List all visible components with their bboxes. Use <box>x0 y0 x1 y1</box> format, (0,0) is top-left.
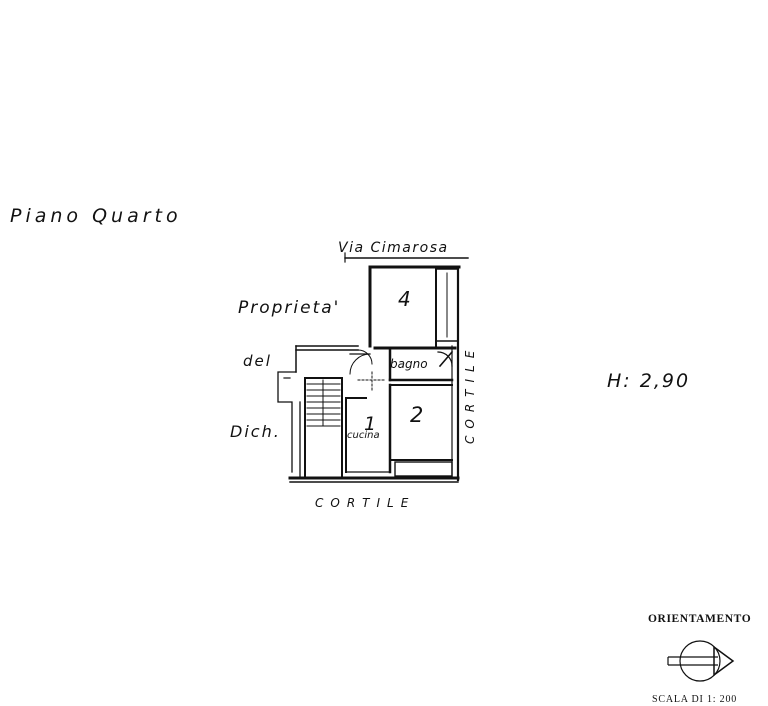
room-label-kitchen: cucina <box>347 430 380 441</box>
courtyard-right-label: CORTILE <box>463 344 477 444</box>
courtyard-bottom-label: CORTILE <box>315 496 415 510</box>
door-swing <box>349 353 371 375</box>
room-label-bathroom: bagno <box>390 357 428 371</box>
height-label: H: 2,90 <box>607 370 690 392</box>
neighbor-label-line3: Dich. <box>230 422 281 441</box>
compass-ring <box>679 640 721 682</box>
scale-label: SCALA DI 1: 200 <box>652 694 737 705</box>
bottom-balcony <box>394 461 453 477</box>
compass-icon <box>667 640 735 682</box>
neighbor-label-line1: Proprieta' <box>238 298 340 318</box>
left-appendage-wall <box>277 371 297 473</box>
neighbor-label-line2: del <box>243 352 272 370</box>
compass-arrowhead <box>713 645 735 677</box>
staircase <box>304 377 343 479</box>
street-label: Via Cimarosa <box>338 240 449 256</box>
room-number-top: 4 <box>398 287 411 311</box>
orientation-title: ORIENTAMENTO <box>648 613 751 625</box>
bathroom-door-leaf <box>438 350 454 368</box>
floor-plan <box>277 252 469 483</box>
room-number-right: 2 <box>410 403 423 427</box>
room-number-kitchen: 1 <box>364 413 376 435</box>
floor-label: Piano Quarto <box>10 205 182 227</box>
